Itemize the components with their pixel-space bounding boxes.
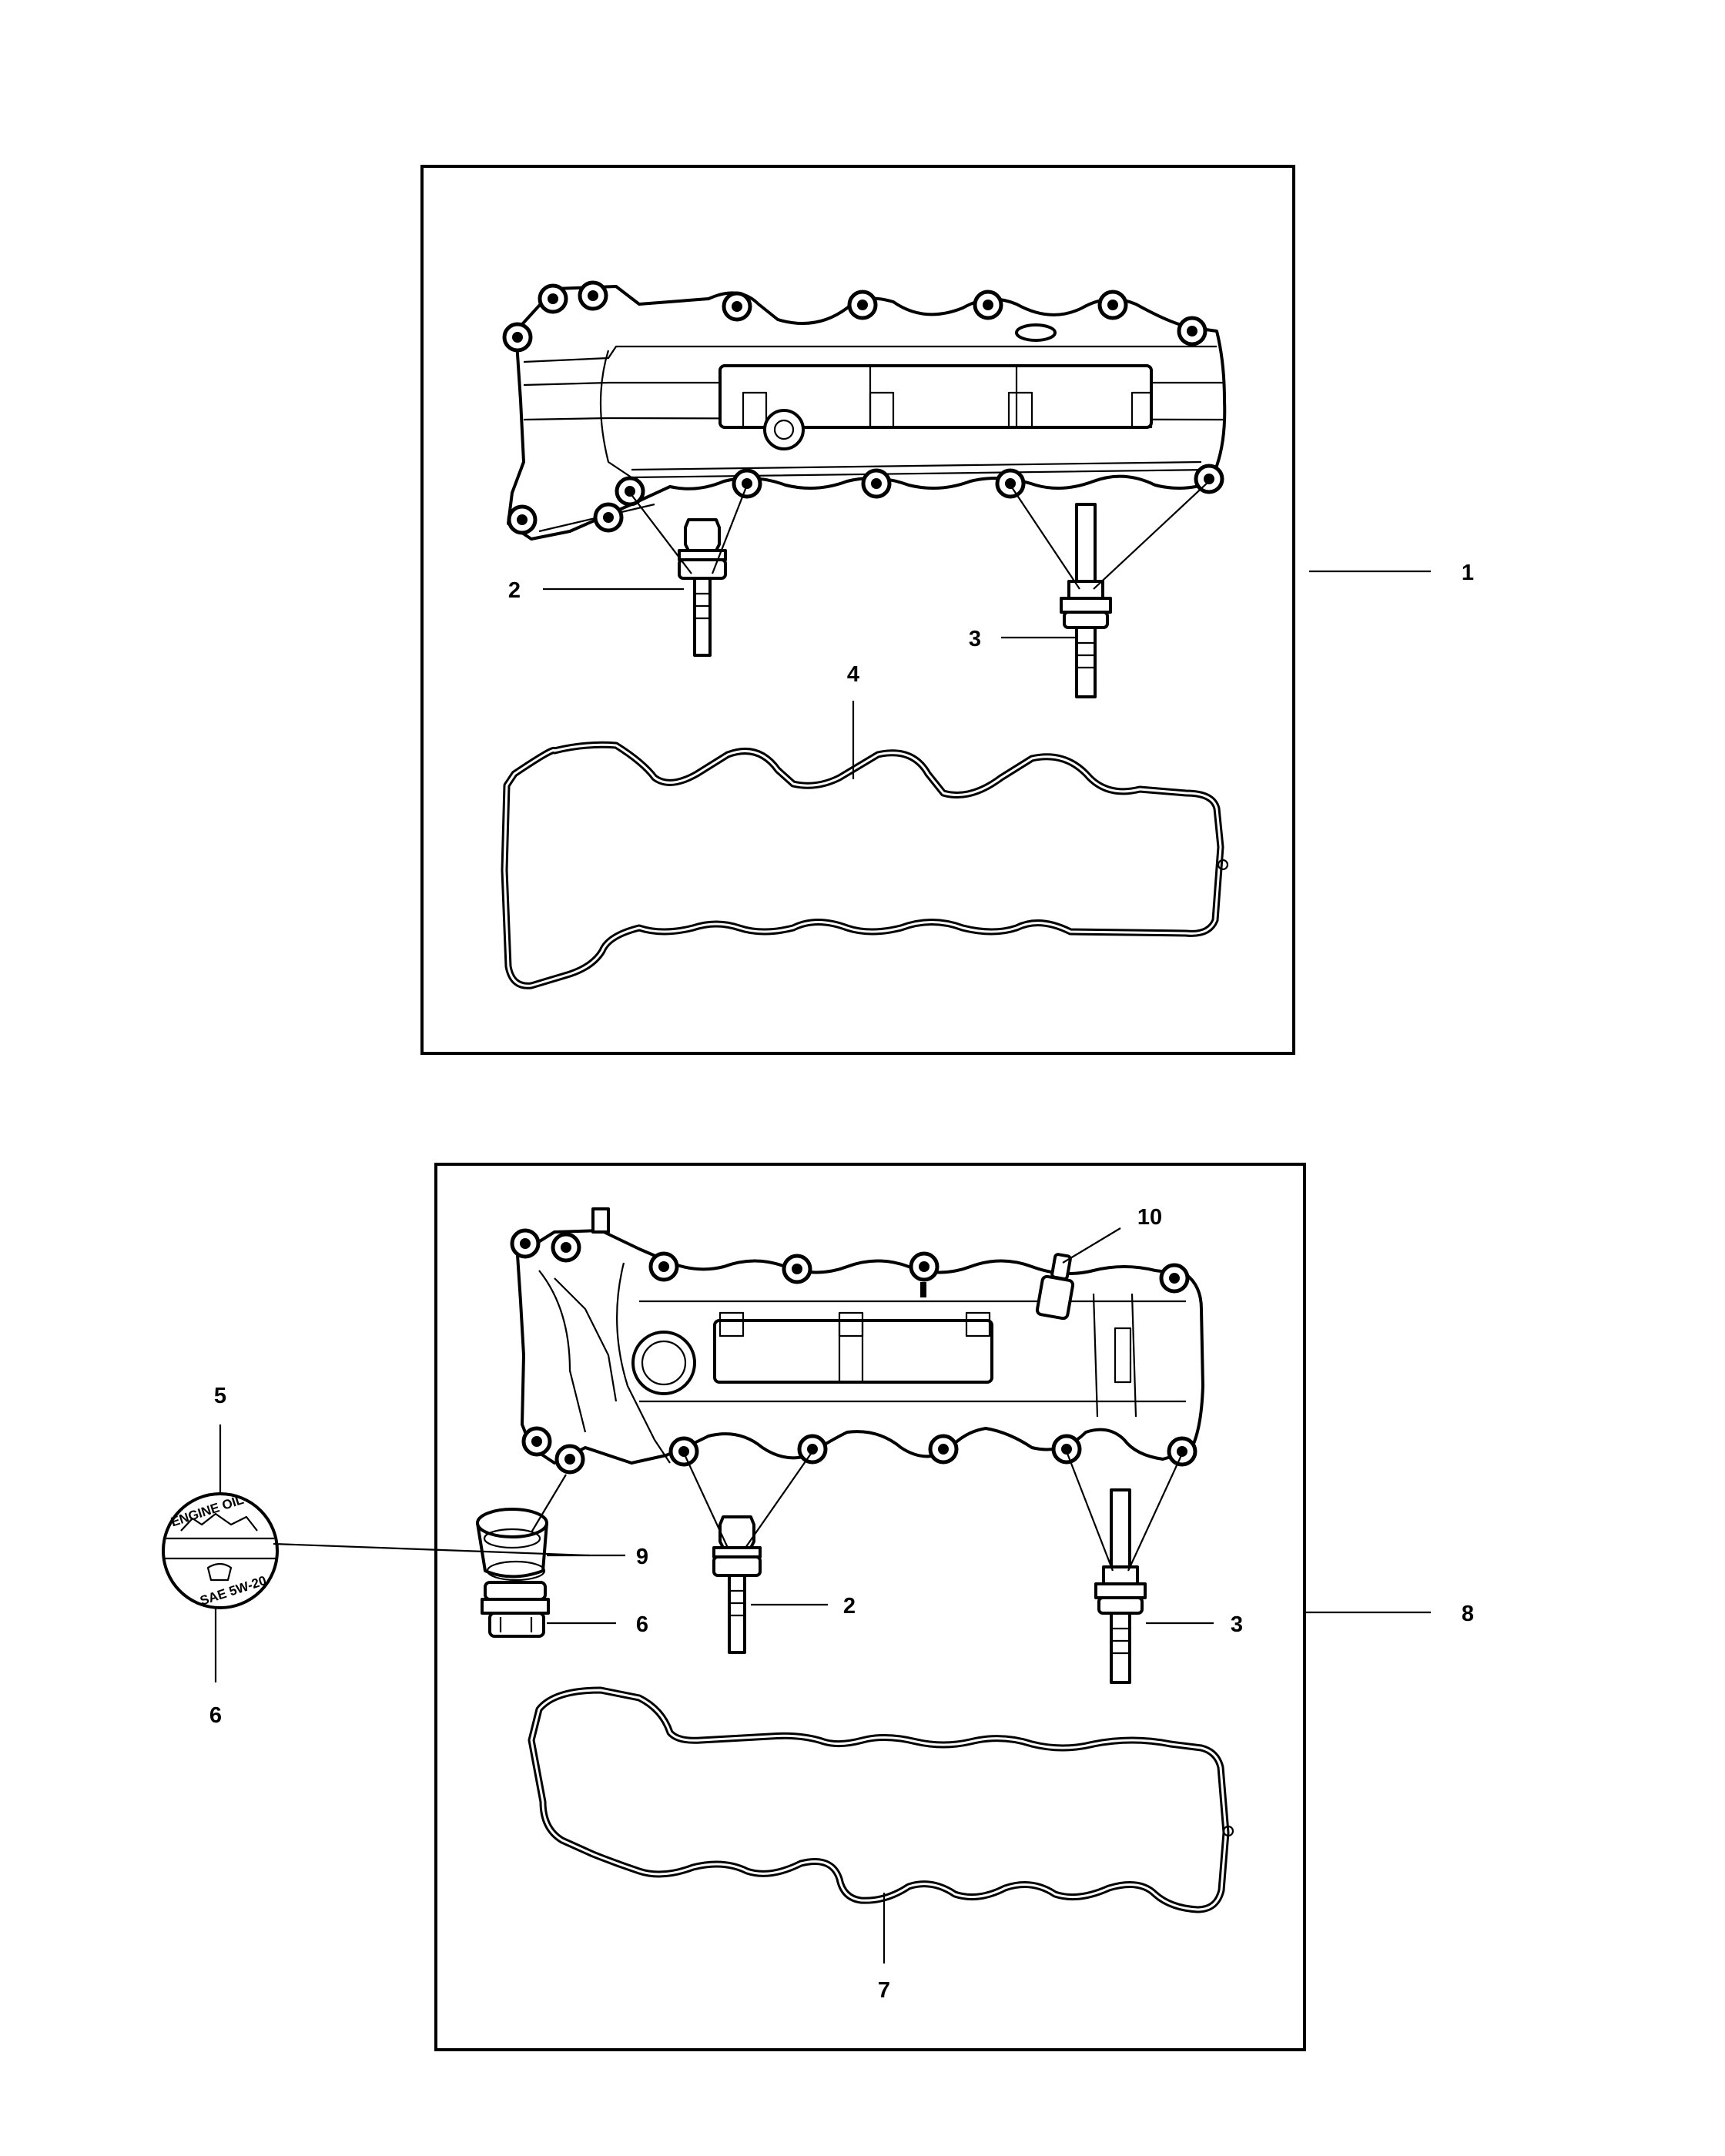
lower-assembly-group: 10 9 6 2	[434, 1163, 1474, 2051]
callout-upper-assembly: 1	[1462, 561, 1474, 585]
oil-cap-part: ENGINE OIL SAE 5W-20	[162, 1492, 279, 1609]
callout-lower-bolt-b: 3	[1231, 1612, 1243, 1637]
sensor-part	[1035, 1253, 1075, 1321]
oil-filler-neck-part	[476, 1508, 548, 1582]
upper-assembly-frame	[420, 165, 1295, 1055]
callout-sensor: 10	[1137, 1205, 1162, 1230]
callout-filler-adapter: 6	[636, 1612, 648, 1637]
callout-oil-cap: 5	[214, 1384, 226, 1408]
lower-bolt-stud	[1094, 1488, 1147, 1684]
callout-lower-bolt-a: 2	[843, 1594, 856, 1619]
lower-valve-cover	[512, 1207, 1204, 1472]
callout-lower-assembly: 8	[1462, 1602, 1474, 1626]
lower-assembly-frame	[434, 1163, 1306, 2051]
filler-adapter-part	[481, 1581, 550, 1638]
lower-gasket	[528, 1686, 1234, 1913]
upper-bolt-short	[678, 518, 727, 657]
callout-oil-cap-lower: 6	[209, 1703, 222, 1728]
callout-oil-filler-neck: 9	[636, 1545, 648, 1569]
upper-assembly-group: 2 3 4 1	[420, 165, 1474, 1055]
callout-upper-bolt-b: 3	[969, 627, 981, 651]
upper-valve-cover	[504, 283, 1227, 541]
callout-upper-bolt-a: 2	[508, 578, 521, 603]
upper-bolt-stud	[1060, 503, 1112, 698]
upper-gasket	[501, 741, 1229, 989]
callout-lower-gasket: 7	[878, 1978, 890, 2003]
callout-upper-gasket: 4	[847, 662, 859, 687]
